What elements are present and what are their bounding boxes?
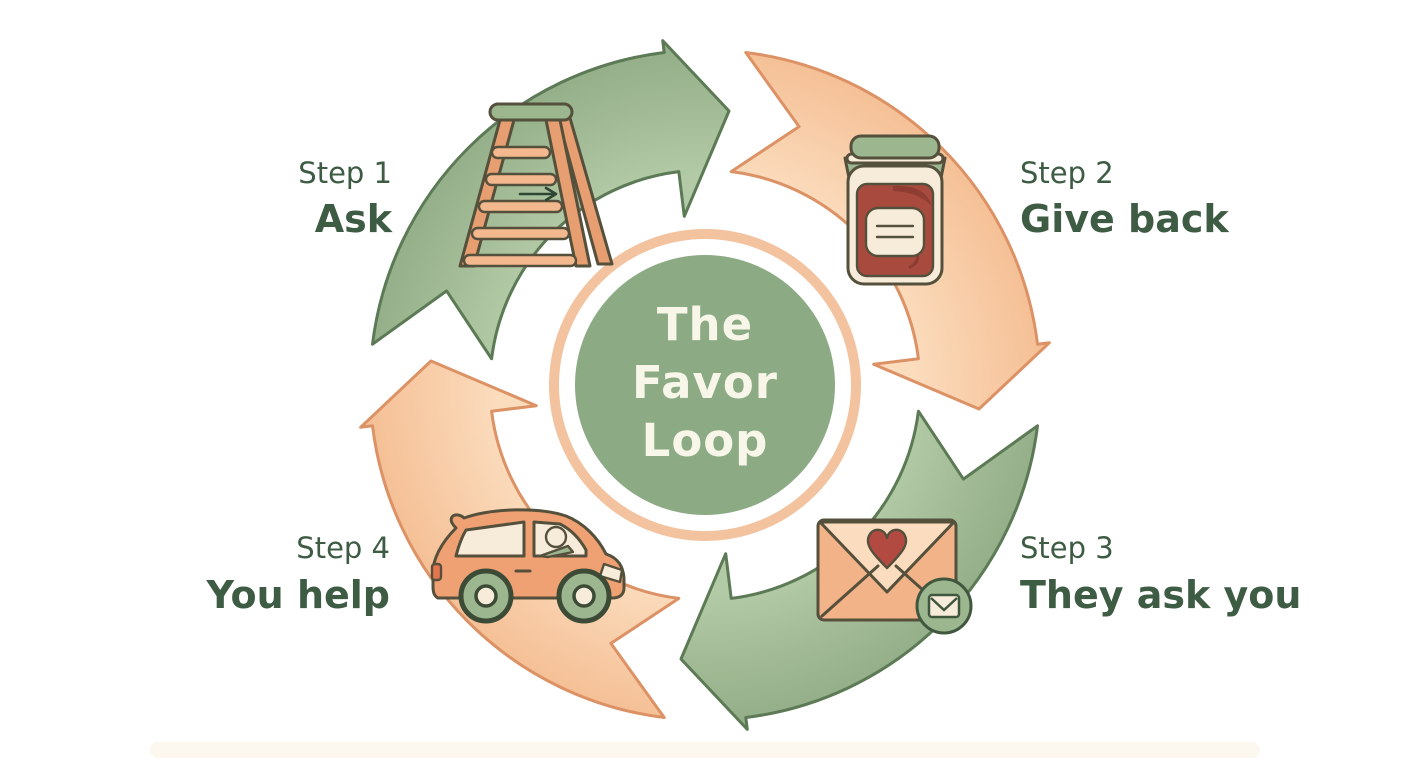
step-3-title: They ask you [1020, 573, 1301, 617]
center-circle [575, 255, 835, 515]
step-3-label-group: Step 3 They ask you [1020, 531, 1301, 617]
step-2-kicker: Step 2 [1020, 156, 1114, 190]
envelope-icon [816, 518, 973, 635]
step-4-label-group: Step 4 You help [206, 531, 390, 617]
diagram-title-line2: Favor [632, 356, 778, 409]
footer-shadow-band [150, 742, 1260, 758]
ladder-arrow-glyph [518, 186, 558, 202]
diagram-title-line3: Loop [642, 414, 769, 467]
step-4-title: You help [206, 573, 390, 617]
center-medallion: The Favor Loop [549, 229, 861, 541]
step-3-kicker: Step 3 [1020, 531, 1114, 565]
step-2-title: Give back [1020, 197, 1229, 241]
car-icon [430, 508, 626, 624]
step-1-title: Ask [315, 197, 393, 241]
loop-arrow-top-left-green [371, 39, 731, 361]
jam-jar-icon [843, 134, 947, 286]
ladder-icon [458, 102, 614, 268]
step-1-label-group: Step 1 Ask [298, 156, 392, 241]
step-4-kicker: Step 4 [296, 531, 390, 565]
heart-icon [866, 528, 908, 570]
step-2-label-group: Step 2 Give back [1020, 156, 1229, 241]
step-1-kicker: Step 1 [298, 156, 392, 190]
center-ring [549, 229, 861, 541]
diagram-title-line1: The [657, 298, 753, 351]
